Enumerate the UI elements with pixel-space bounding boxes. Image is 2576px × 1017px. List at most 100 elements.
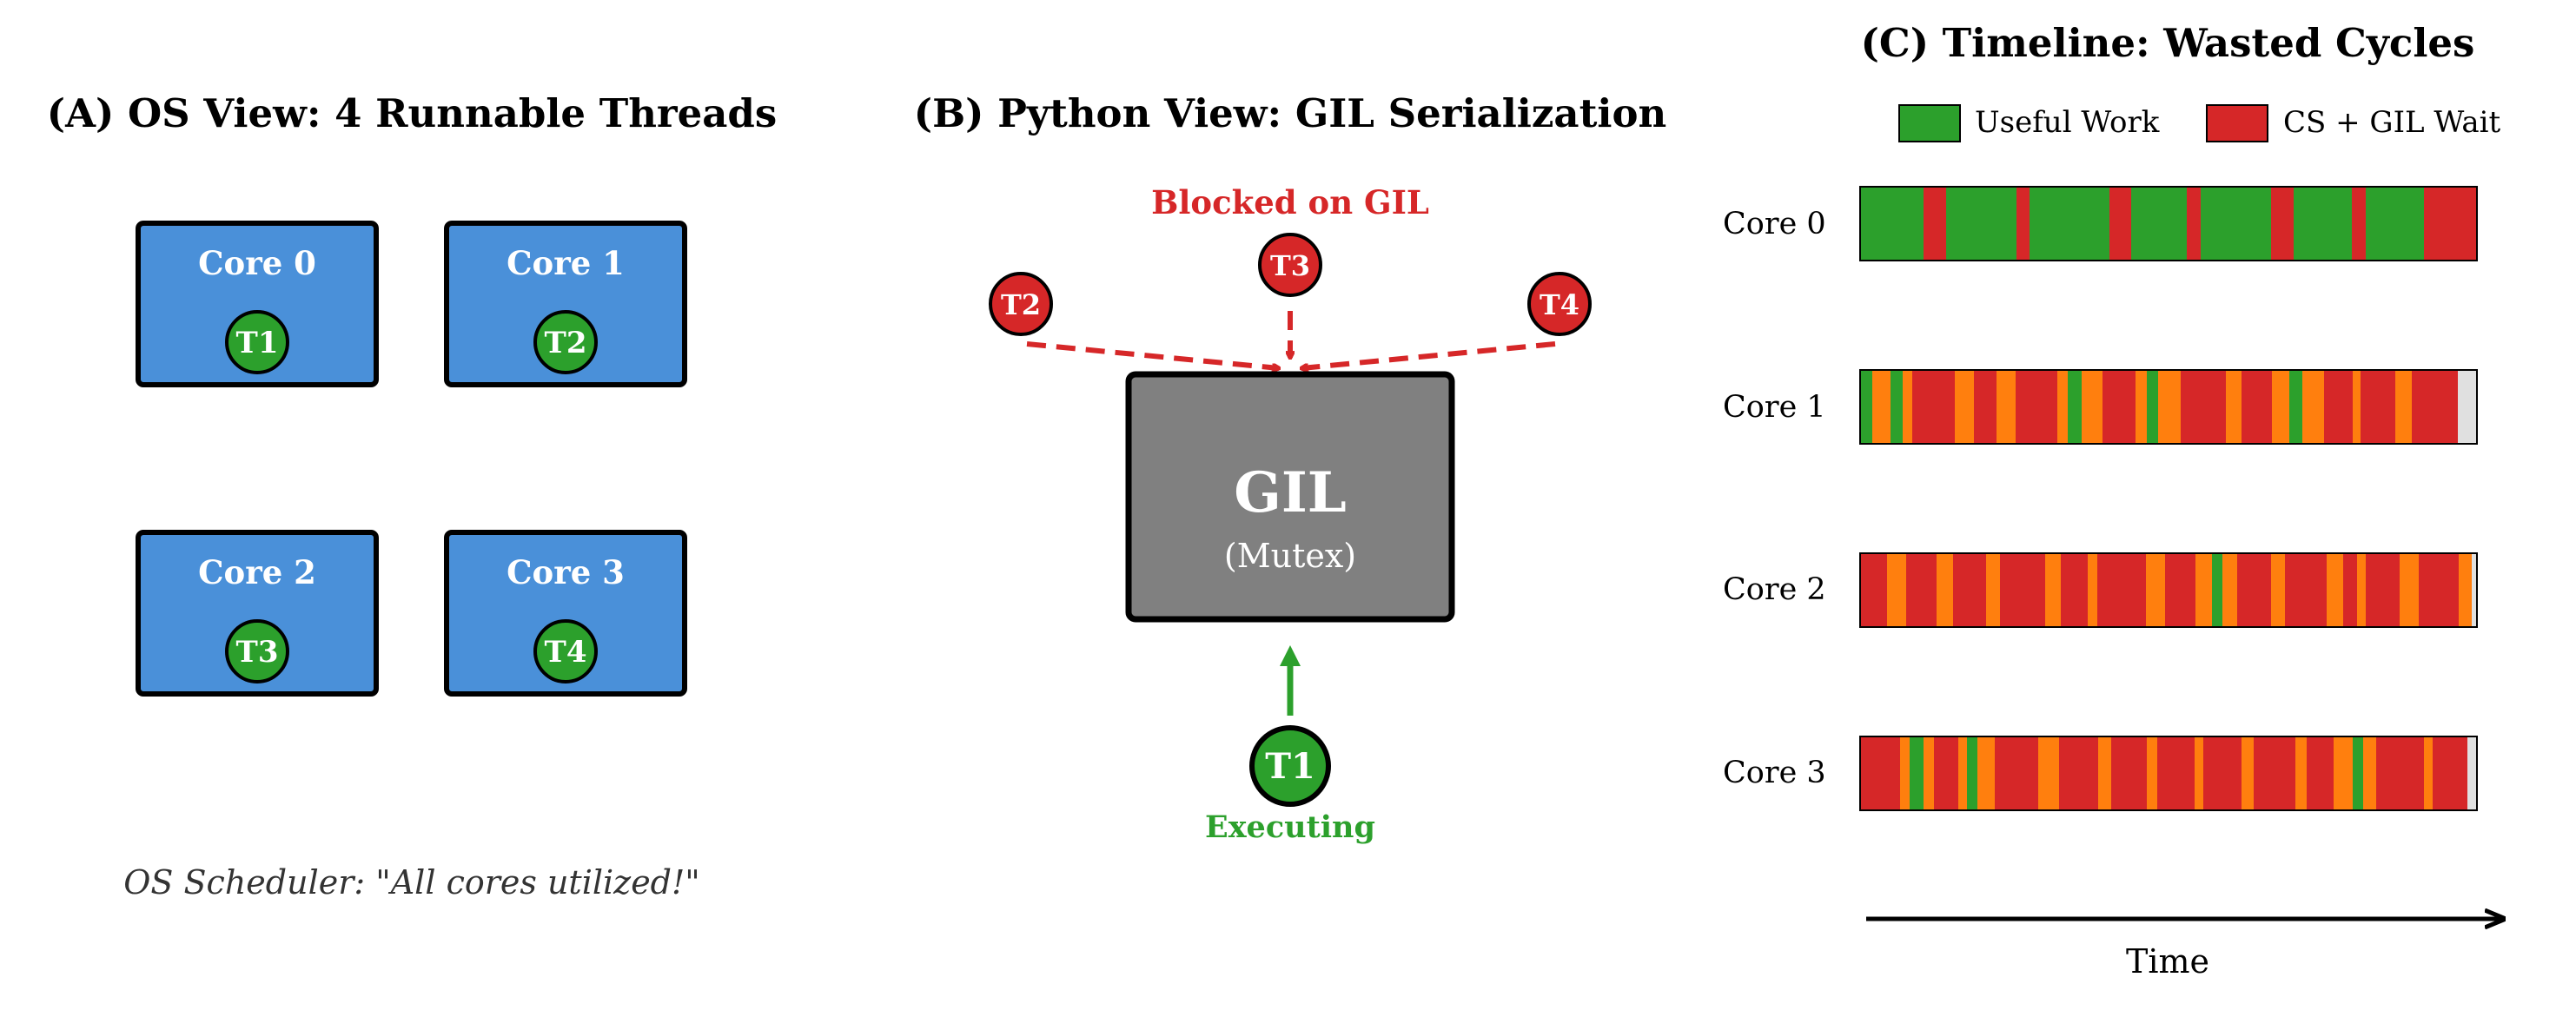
timeline-segment: [2353, 370, 2361, 444]
timeline-segment: [2467, 736, 2477, 810]
timeline-segment: [2212, 553, 2222, 627]
blocked-label: Blocked on GIL: [1151, 183, 1429, 221]
legend: Useful Work CS + GIL Wait: [1898, 104, 2501, 142]
timeline-segment: [2395, 370, 2412, 444]
timeline-segment: [2433, 736, 2467, 810]
blocked-thread-t4: T4: [1527, 272, 1592, 336]
timeline-segment: [2334, 736, 2353, 810]
timeline-segment: [2343, 553, 2357, 627]
panel-a: (A) OS View: 4 Runnable Threads Core 0 T…: [47, 90, 777, 901]
scheduler-caption: OS Scheduler: "All cores utilized!": [123, 863, 700, 901]
timeline-segment: [2352, 187, 2366, 261]
timeline-segment: [2165, 553, 2195, 627]
timeline-segment: [1946, 187, 2016, 261]
timeline-segment: [2294, 187, 2352, 261]
timeline-segment: [2147, 370, 2158, 444]
timeline-segment: [2412, 370, 2458, 444]
timeline-segment: [1906, 553, 1937, 627]
core-1-label: Core 1: [507, 244, 625, 282]
timeline-segment: [2038, 736, 2059, 810]
timeline-segment: [1967, 736, 1977, 810]
timeline-segment: [1977, 736, 1995, 810]
timeline-segment: [2157, 736, 2195, 810]
timeline-segment: [2059, 736, 2098, 810]
thread-t3-circle: [225, 619, 289, 684]
blocked-thread-t2: T2: [989, 272, 1053, 336]
timeline-segment: [2271, 553, 2285, 627]
timeline-segment: [2045, 553, 2061, 627]
timeline-segment: [2376, 736, 2424, 810]
timeline-segment: [1937, 553, 1953, 627]
blocked-thread-t3: T3: [1258, 233, 1322, 297]
timeline-segment: [2187, 187, 2201, 261]
gil-subtitle: (Mutex): [1224, 537, 1356, 575]
timeline-segment: [2361, 370, 2395, 444]
timeline-segment: [2201, 187, 2271, 261]
timeline-segment: [2109, 187, 2131, 261]
core-box-3: Core 3 T4: [444, 530, 687, 697]
timeline-segment: [1958, 736, 1967, 810]
thread-t3-label: T3: [236, 635, 279, 670]
timeline-segment: [2242, 370, 2272, 444]
timeline-segment: [2082, 370, 2103, 444]
timeline-segment: [2295, 736, 2307, 810]
timeline-segment: [2302, 370, 2324, 444]
timeline-segment: [1974, 370, 1997, 444]
timeline-segment: [1934, 736, 1958, 810]
executing-label: Executing: [1205, 809, 1375, 845]
timeline-segment: [2111, 736, 2147, 810]
timeline-segment: [2366, 187, 2424, 261]
core-box-1: Core 1 T2: [444, 221, 687, 387]
gil-box: GIL (Mutex): [1125, 371, 1455, 623]
timeline-row-3: [1859, 736, 2478, 811]
core-0-label: Core 0: [198, 244, 316, 282]
timeline-segment: [2424, 187, 2477, 261]
panel-c: (C) Timeline: Wasted Cycles Useful Work …: [1723, 20, 2502, 981]
timeline-segment: [1903, 370, 1912, 444]
timeline-segment: [2472, 553, 2477, 627]
blocked-arrow-t2: [1026, 341, 1279, 368]
timeline-segment: [1924, 187, 1946, 261]
time-axis-label: Time: [2126, 942, 2209, 981]
timeline-segment: [2203, 736, 2242, 810]
blocked-thread-t2-label: T2: [1001, 288, 1041, 321]
timeline-segment: [2424, 736, 2433, 810]
timeline-segment: [1860, 370, 1872, 444]
timeline-segment: [2363, 736, 2376, 810]
timeline-segment: [1860, 736, 1900, 810]
timeline-segment: [2098, 736, 2111, 810]
thread-t2-circle: [533, 310, 598, 374]
panel-b: (B) Python View: GIL Serialization Block…: [914, 90, 1666, 845]
timeline-row-label-0: Core 0: [1723, 207, 1826, 241]
legend-label-wait: CS + GIL Wait: [2283, 105, 2501, 140]
timeline-segment: [2068, 370, 2082, 444]
timeline-segment: [2195, 553, 2212, 627]
panel-a-title: (A) OS View: 4 Runnable Threads: [47, 90, 777, 136]
timeline-row-label-2: Core 2: [1723, 572, 1826, 607]
legend-label-useful: Useful Work: [1975, 105, 2160, 140]
timeline-segment: [2324, 370, 2353, 444]
thread-t1-circle: [225, 310, 289, 374]
timeline-segment: [1997, 370, 2016, 444]
timeline-segment: [2272, 370, 2289, 444]
timeline-segment: [2458, 370, 2477, 444]
timeline-segment: [1887, 553, 1906, 627]
timeline-segment: [2289, 370, 2302, 444]
timeline-segment: [1995, 736, 2038, 810]
timeline-segment: [2285, 553, 2327, 627]
timeline-segment: [1910, 736, 1924, 810]
panel-b-title: (B) Python View: GIL Serialization: [914, 90, 1666, 136]
blocked-thread-t3-label: T3: [1270, 249, 1310, 282]
timeline-segment: [2353, 736, 2363, 810]
timeline-segment: [1860, 187, 1924, 261]
timeline-row-2: [1859, 552, 2478, 628]
timeline-segment: [1891, 370, 1903, 444]
timeline-segment: [2242, 736, 2254, 810]
timeline-segment: [2195, 736, 2203, 810]
timeline-segment: [2271, 187, 2294, 261]
timeline-segment: [2307, 736, 2334, 810]
legend-swatch-useful: [1898, 104, 1961, 142]
timeline-segment: [2226, 370, 2242, 444]
timeline-segment: [2222, 553, 2237, 627]
